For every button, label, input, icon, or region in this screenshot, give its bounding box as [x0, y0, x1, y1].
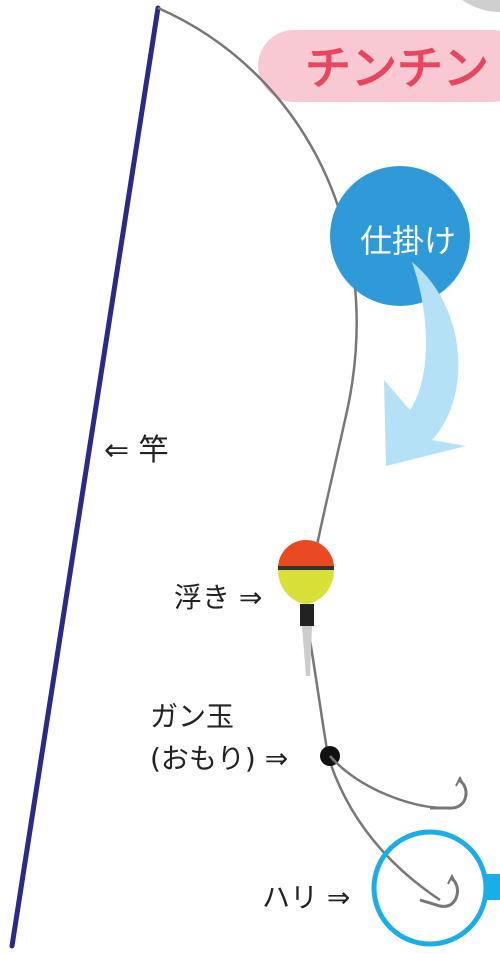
branch-line	[329, 755, 441, 810]
badge-circle	[330, 166, 470, 306]
float-label: 浮き ⇒	[174, 581, 262, 614]
title-text: チンチン	[305, 41, 489, 95]
corner-decoration	[462, 0, 500, 12]
rig-badge: 仕掛け	[330, 166, 470, 306]
hook-highlight-tab	[484, 874, 500, 900]
sinker-label-line1: ガン玉	[150, 700, 234, 733]
sinker-label-line2: (おもり) ⇒	[150, 742, 288, 775]
float-bobber-icon	[278, 540, 334, 676]
main-line	[157, 6, 358, 591]
hook-highlight-circle	[371, 829, 489, 947]
lower-line	[308, 639, 441, 902]
hook-label: ハリ ⇒	[262, 881, 350, 914]
rod-line	[9, 5, 161, 949]
fishing-hook-icon	[430, 775, 468, 810]
badge-label: 仕掛け	[360, 222, 456, 260]
curved-down-arrow-icon	[384, 262, 466, 466]
rod-label: ⇐ 竿	[104, 433, 169, 468]
title-banner: チンチン	[258, 30, 500, 102]
lower-hook-icon	[419, 873, 459, 908]
title-background	[258, 30, 500, 102]
